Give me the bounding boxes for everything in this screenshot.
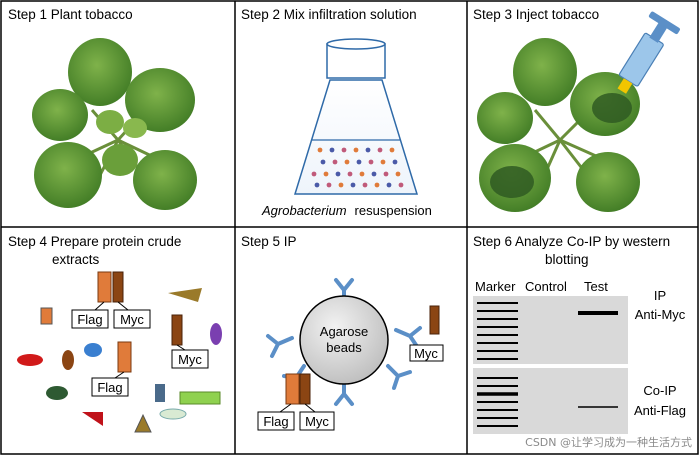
- column-marker: Marker: [475, 279, 516, 294]
- gel-panel-ip: [473, 296, 628, 364]
- flag-tag-box: [257, 411, 295, 431]
- bacteria-dot: [350, 182, 356, 188]
- tobacco-plant-illustration: [32, 38, 197, 210]
- bacteria-dot: [359, 171, 365, 177]
- step1-title: Step 1 Plant tobacco: [8, 7, 133, 22]
- step4-title-line2: extracts: [52, 252, 100, 267]
- bacteria-dot: [365, 147, 371, 153]
- bacteria-dot: [356, 159, 362, 165]
- myc-tag-label: Myc: [414, 346, 438, 361]
- bacteria-dot: [329, 147, 335, 153]
- bacteria-dot: [362, 182, 368, 188]
- bacteria-dot: [347, 171, 353, 177]
- infiltration-spot: [592, 93, 632, 123]
- step3-title: Step 3 Inject tobacco: [473, 7, 599, 22]
- bacteria-dot: [398, 182, 404, 188]
- western-blot-illustration: Marker Control Test IP Anti-Myc Co-IP An…: [473, 279, 686, 434]
- bacteria-dot: [323, 171, 329, 177]
- flag-protein: [117, 341, 132, 373]
- bacteria-dot: [380, 159, 386, 165]
- bacteria-dot: [386, 182, 392, 188]
- crude-extract-illustration: Flag Myc Myc Flag: [17, 271, 222, 433]
- bacteria-dot: [335, 171, 341, 177]
- bacteria-dot: [311, 171, 317, 177]
- myc-tag-label: Myc: [178, 352, 202, 367]
- bacteria-dot: [314, 182, 320, 188]
- flag-tag-label: Flag: [263, 414, 288, 429]
- myc-protein: [429, 305, 440, 335]
- caption-agrobacterium: Agrobacterium: [261, 203, 347, 218]
- bacteria-dot: [326, 182, 332, 188]
- step2-caption: Agrobacterium resuspension: [261, 203, 432, 218]
- flag-protein: [97, 271, 112, 303]
- step6-title-line1: Step 6 Analyze Co-IP by western: [473, 234, 670, 249]
- bacteria-dot: [374, 182, 380, 188]
- ip-illustration: Agarose beads Myc Flag Myc: [257, 278, 444, 431]
- bacteria-dot: [341, 147, 347, 153]
- myc-tag-box: [113, 309, 151, 329]
- myc-protein: [299, 373, 311, 405]
- myc-protein: [171, 314, 183, 346]
- caption-resuspension: resuspension: [355, 203, 432, 218]
- step4-title-line1: Step 4 Prepare protein crude: [8, 234, 181, 249]
- bacteria-dot: [320, 159, 326, 165]
- bacteria-dot: [344, 159, 350, 165]
- bacteria-dot: [317, 147, 323, 153]
- injected-tobacco-illustration: [477, 38, 640, 212]
- myc-tag-box: [409, 344, 444, 362]
- myc-tag-label: Myc: [305, 414, 329, 429]
- bacteria-dot: [338, 182, 344, 188]
- step6-title-line2: blotting: [545, 252, 589, 267]
- bacteria-dot: [332, 159, 338, 165]
- bead-label-line2: beads: [326, 340, 362, 355]
- agarose-bead: [299, 295, 389, 385]
- bacteria-dot: [377, 147, 383, 153]
- bacteria-dot: [395, 171, 401, 177]
- flask-illustration: [293, 38, 419, 195]
- step5-title: Step 5 IP: [241, 234, 297, 249]
- flag-protein: [285, 373, 300, 405]
- syringe-icon: [617, 11, 680, 94]
- myc-tag-label: Myc: [120, 312, 144, 327]
- bead-label-line1: Agarose: [320, 324, 368, 339]
- bacteria-dot: [383, 171, 389, 177]
- flag-tag-box: [91, 377, 129, 397]
- infiltration-spot: [490, 166, 534, 198]
- myc-tag-box: [299, 411, 335, 431]
- flag-tag-box: [71, 309, 109, 329]
- myc-protein: [112, 271, 124, 303]
- column-control: Control: [525, 279, 567, 294]
- bacteria-dot: [368, 159, 374, 165]
- step2-title: Step 2 Mix infiltration solution: [241, 7, 417, 22]
- flag-tag-label: Flag: [77, 312, 102, 327]
- myc-tag-box: [171, 349, 209, 369]
- watermark: CSDN @让学习成为一种生活方式: [525, 435, 692, 449]
- panel2-label-line2: Anti-Flag: [634, 403, 686, 418]
- bacteria-dot: [371, 171, 377, 177]
- bacteria-dot: [392, 159, 398, 165]
- bacteria-dot: [353, 147, 359, 153]
- panel1-label-line2: Anti-Myc: [635, 307, 686, 322]
- column-test: Test: [584, 279, 608, 294]
- flag-tag-label: Flag: [97, 380, 122, 395]
- panel1-label-line1: IP: [654, 288, 666, 303]
- panel2-label-line1: Co-IP: [643, 383, 676, 398]
- bacteria-dot: [389, 147, 395, 153]
